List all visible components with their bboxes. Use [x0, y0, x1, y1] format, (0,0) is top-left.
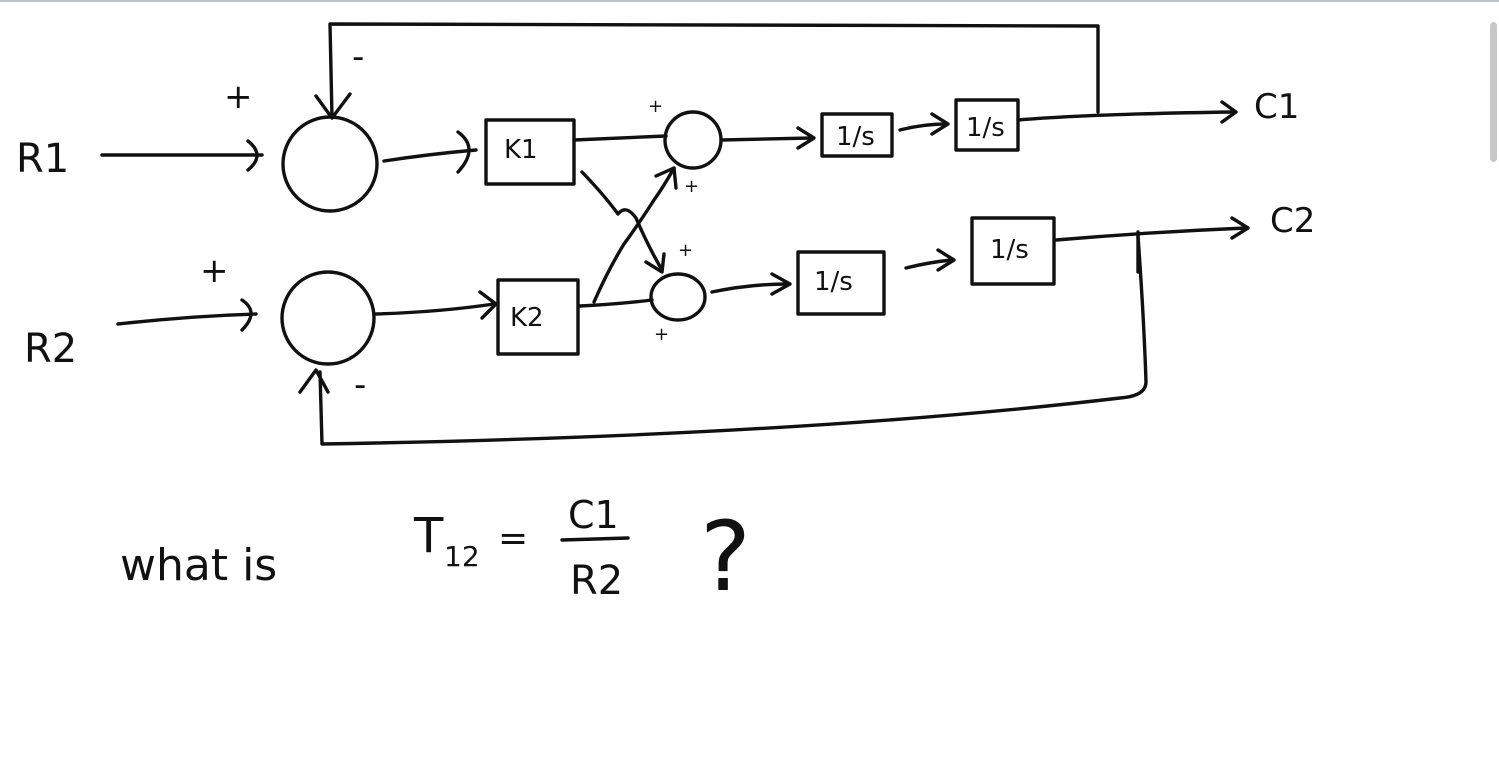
integrator-bottom-1-block — [796, 250, 886, 316]
r2-arrow — [116, 298, 258, 332]
sum1-to-k1-arrow — [382, 130, 478, 174]
sum2-minus-sign: - — [354, 365, 366, 405]
sum2-plus-sign: + — [200, 251, 229, 291]
scrollbar-track[interactable] — [1489, 2, 1499, 769]
sum3-top-sign: + — [648, 96, 663, 117]
sum2-to-k2-arrow — [374, 290, 498, 320]
summing-junction-1 — [281, 115, 379, 213]
cross-link-k2-to-sum3 — [592, 166, 678, 304]
output-c2-label: C2 — [1270, 201, 1315, 241]
question-mark: ? — [700, 501, 751, 613]
input-r1-label: R1 — [16, 136, 69, 182]
integrator-bottom-2-block — [970, 216, 1056, 286]
k1-block — [484, 118, 576, 186]
c2-output-arrow — [1054, 216, 1250, 242]
question: what is T 12 = C1 R2 ? — [120, 493, 751, 613]
k2-block — [496, 278, 580, 356]
c1-output-arrow — [1016, 100, 1238, 124]
fraction-bar — [560, 536, 630, 542]
integrator-bottom-1-label: 1/s — [814, 267, 853, 297]
top-border — [0, 0, 1499, 2]
sum3-to-int-top-1-arrow — [720, 126, 816, 150]
sum3-bottom-sign: + — [684, 176, 699, 197]
input-r2-label: R2 — [24, 326, 77, 372]
integrator-top-2-block — [954, 98, 1020, 152]
integrator-top-2-label: 1/s — [966, 113, 1005, 143]
integrator-top-1-label: 1/s — [836, 122, 875, 152]
fraction-numerator: C1 — [568, 493, 619, 537]
sum4-bottom-sign: + — [654, 324, 669, 345]
sum1-plus-sign: + — [224, 77, 253, 117]
integrator-bottom-2-label: 1/s — [990, 235, 1029, 265]
scrollbar-thumb[interactable] — [1490, 22, 1497, 162]
r1-arrow — [100, 139, 264, 172]
question-prefix: what is — [120, 540, 277, 591]
sum1-minus-sign: - — [352, 37, 364, 77]
k2-to-sum4-line — [578, 298, 654, 308]
k2-label: K2 — [510, 303, 544, 333]
k1-to-sum3-line — [572, 134, 668, 142]
output-c1-label: C1 — [1254, 87, 1299, 127]
summing-junction-4 — [649, 272, 707, 322]
sum4-to-int-bottom-1-arrow — [710, 272, 792, 296]
cross-link-k1-to-sum4 — [580, 170, 666, 274]
int-top-1-to-int-top-2-arrow — [898, 112, 950, 136]
transfer-subscript: 12 — [444, 540, 480, 573]
summing-junction-2 — [280, 270, 376, 366]
summing-junction-3 — [663, 110, 723, 170]
int-bottom-1-to-int-bottom-2-arrow — [904, 248, 956, 272]
k1-label: K1 — [504, 135, 538, 165]
bottom-feedback-path — [298, 230, 1148, 446]
equals-sign: = — [498, 518, 528, 559]
sum4-top-sign: + — [678, 240, 693, 261]
transfer-symbol: T — [413, 508, 444, 564]
top-feedback-path — [314, 22, 1100, 120]
integrator-top-1-block — [820, 112, 894, 158]
fraction-denominator: R2 — [570, 558, 623, 604]
